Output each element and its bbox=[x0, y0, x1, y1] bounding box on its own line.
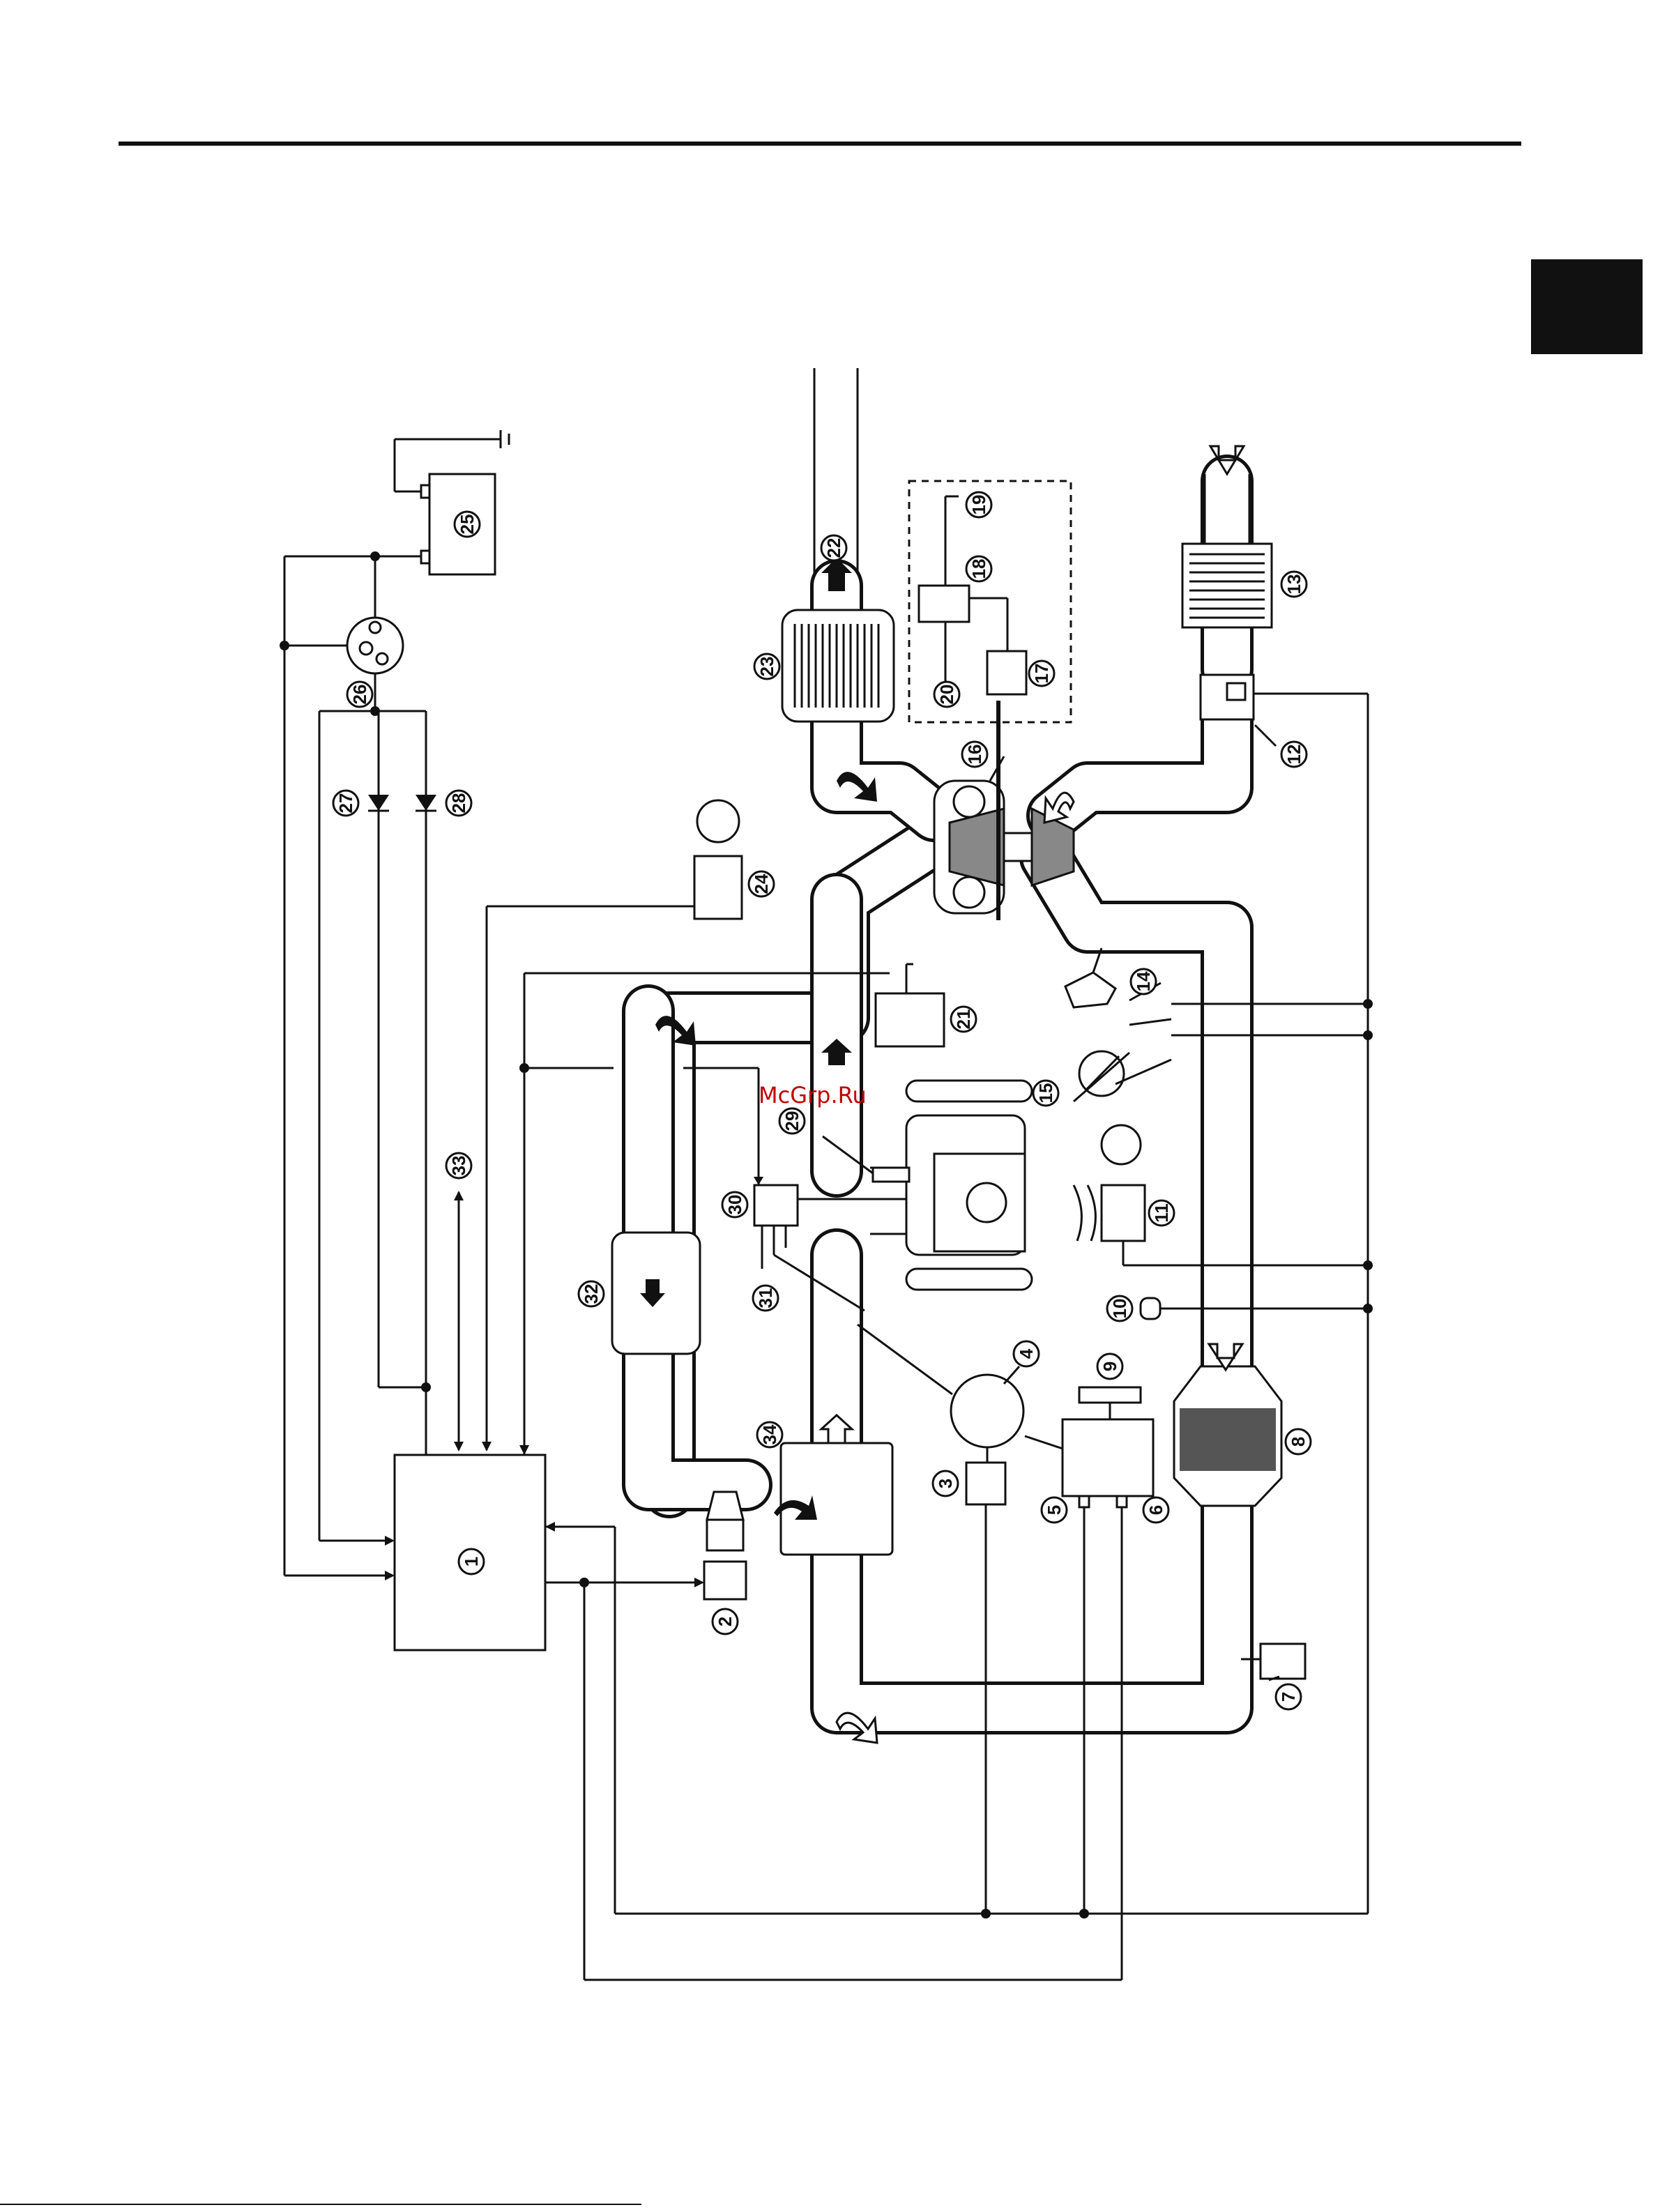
muffler bbox=[782, 610, 894, 722]
svg-text:16: 16 bbox=[964, 745, 985, 765]
callout-22: 22 bbox=[821, 535, 846, 560]
engine bbox=[870, 1081, 1095, 1290]
relay-21 bbox=[876, 964, 944, 1046]
callout-4: 4 bbox=[1014, 1341, 1039, 1366]
svg-text:23: 23 bbox=[756, 657, 777, 677]
svg-text:8: 8 bbox=[1288, 1437, 1309, 1447]
svg-text:21: 21 bbox=[953, 1009, 974, 1030]
svg-text:27: 27 bbox=[335, 793, 356, 814]
callout-5: 5 bbox=[1042, 1497, 1067, 1523]
svg-text:20: 20 bbox=[936, 685, 957, 705]
svg-text:17: 17 bbox=[1031, 664, 1052, 684]
callout-32: 32 bbox=[579, 1281, 604, 1306]
callout-17: 17 bbox=[1029, 661, 1054, 686]
svg-text:4: 4 bbox=[1016, 1348, 1037, 1359]
callout-31: 31 bbox=[753, 1286, 778, 1311]
svg-text:2: 2 bbox=[715, 1617, 736, 1626]
callout-19: 19 bbox=[966, 492, 991, 517]
callout-14: 14 bbox=[1131, 969, 1156, 994]
callout-30: 30 bbox=[722, 1192, 747, 1217]
svg-text:6: 6 bbox=[1145, 1505, 1166, 1515]
header-rule bbox=[119, 142, 1521, 146]
svg-text:1: 1 bbox=[461, 1557, 482, 1566]
svg-text:9: 9 bbox=[1099, 1361, 1120, 1371]
svg-text:11: 11 bbox=[1151, 1203, 1172, 1223]
svg-text:24: 24 bbox=[751, 874, 772, 894]
intake-manifold bbox=[781, 1415, 892, 1555]
callout-3: 3 bbox=[933, 1471, 958, 1496]
svg-text:29: 29 bbox=[782, 1111, 802, 1131]
vehicle-speed-sensor-10 bbox=[1141, 1298, 1368, 1319]
svg-text:13: 13 bbox=[1284, 574, 1304, 595]
svg-text:28: 28 bbox=[448, 793, 469, 814]
vacuum-actuator-17 bbox=[987, 651, 1026, 694]
boost-sensor-2 bbox=[704, 1492, 746, 1599]
callout-33: 33 bbox=[446, 1153, 471, 1178]
ignition-switch bbox=[347, 618, 403, 673]
control-valve-18 bbox=[919, 586, 969, 622]
svg-text:7: 7 bbox=[1278, 1692, 1299, 1702]
svg-text:33: 33 bbox=[448, 1156, 469, 1176]
svg-text:22: 22 bbox=[823, 538, 844, 558]
mass-air-flow-sensor bbox=[1201, 675, 1368, 719]
callout-26: 26 bbox=[347, 682, 372, 707]
fuel-pump bbox=[858, 1325, 1067, 1914]
battery bbox=[395, 430, 509, 574]
callout-24: 24 bbox=[749, 871, 774, 897]
callout-2: 2 bbox=[713, 1609, 738, 1634]
svg-text:12: 12 bbox=[1284, 745, 1304, 765]
svg-text:26: 26 bbox=[349, 685, 370, 705]
svg-text:15: 15 bbox=[1035, 1083, 1056, 1104]
callout-11: 11 bbox=[1149, 1200, 1174, 1226]
fuel-temperature-sensor-3 bbox=[966, 1463, 1005, 1504]
svg-text:3: 3 bbox=[935, 1479, 956, 1488]
egr-cooler bbox=[612, 1233, 700, 1354]
callout-34: 34 bbox=[757, 1422, 782, 1447]
callout-29: 29 bbox=[779, 1108, 805, 1134]
callout-6: 6 bbox=[1143, 1497, 1168, 1523]
svg-text:31: 31 bbox=[755, 1288, 776, 1309]
callout-18: 18 bbox=[966, 556, 991, 581]
svg-text:30: 30 bbox=[724, 1195, 745, 1215]
svg-text:19: 19 bbox=[968, 495, 989, 515]
sensor-24 bbox=[694, 800, 742, 919]
callout-1: 1 bbox=[459, 1549, 484, 1574]
callout-28: 28 bbox=[446, 791, 471, 816]
callout-12: 12 bbox=[1281, 742, 1307, 767]
callout-27: 27 bbox=[333, 791, 358, 816]
callout-15: 15 bbox=[1033, 1081, 1058, 1106]
callout-25: 25 bbox=[455, 512, 480, 537]
svg-text:25: 25 bbox=[457, 514, 478, 535]
callout-9: 9 bbox=[1097, 1354, 1122, 1379]
callout-20: 20 bbox=[934, 682, 959, 707]
section-tab bbox=[1531, 259, 1643, 354]
callout-16: 16 bbox=[962, 742, 987, 767]
svg-text:14: 14 bbox=[1133, 971, 1154, 991]
svg-text:10: 10 bbox=[1109, 1299, 1130, 1319]
callout-23: 23 bbox=[754, 654, 779, 679]
catalytic-converter bbox=[1174, 1366, 1281, 1506]
svg-text:34: 34 bbox=[759, 1424, 780, 1444]
callout-7: 7 bbox=[1276, 1684, 1301, 1709]
callout-8: 8 bbox=[1286, 1429, 1311, 1454]
callout-13: 13 bbox=[1281, 572, 1307, 597]
callout-21: 21 bbox=[951, 1007, 976, 1032]
callout-10: 10 bbox=[1107, 1296, 1132, 1321]
svg-text:5: 5 bbox=[1044, 1505, 1065, 1515]
svg-text:18: 18 bbox=[968, 559, 989, 579]
watermark: McGrp.Ru bbox=[759, 1082, 867, 1108]
svg-text:32: 32 bbox=[581, 1284, 602, 1304]
